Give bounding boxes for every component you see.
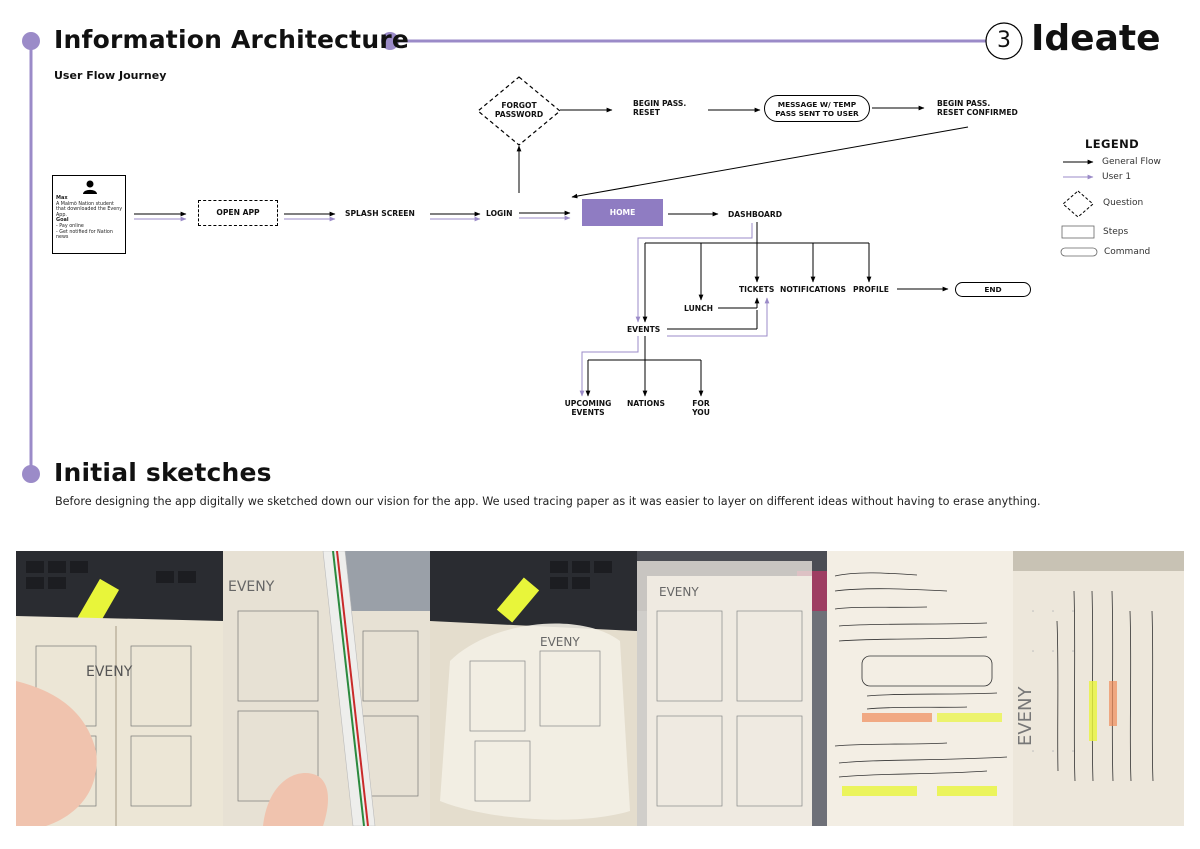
flow-subtitle: User Flow Journey (54, 69, 167, 82)
sketch-photo-notebook-hand: EVENY (16, 551, 223, 826)
node-home: HOME (582, 199, 663, 226)
step-title: Ideate (1031, 18, 1161, 59)
node-for-you: FOR YOU (692, 399, 710, 417)
sketches-description: Before designing the app digitally we sk… (55, 495, 1041, 508)
legend-general-flow: General Flow (1102, 157, 1161, 167)
node-dashboard: DASHBOARD (728, 210, 783, 219)
node-begin-pass-reset-confirmed: BEGIN PASS. RESET CONFIRMED (937, 99, 1018, 117)
node-splash-screen: SPLASH SCREEN (345, 209, 415, 218)
persona-card: Max A Malmö Nation student that download… (52, 175, 126, 254)
persona-text: Max A Malmö Nation student that download… (56, 195, 124, 241)
section-title: Information Architecture (54, 25, 410, 54)
persona-goal-label: Goal (56, 217, 69, 224)
sketches-title: Initial sketches (54, 458, 272, 487)
svg-text:EVENY: EVENY (1015, 685, 1036, 746)
node-forgot-password: FORGOT PASSWORD (494, 101, 544, 119)
step-number: 3 (997, 28, 1011, 53)
svg-text:EVENY: EVENY (228, 579, 275, 595)
legend-command: Command (1104, 247, 1151, 257)
node-message-temp-pass: MESSAGE W/ TEMP PASS SENT TO USER (764, 95, 870, 122)
node-lunch: LUNCH (684, 304, 714, 313)
step-number-circle (985, 22, 1023, 60)
persona-goal-1: - Pay online (56, 223, 84, 229)
legend-user1: User 1 (1102, 172, 1132, 182)
node-upcoming-events: UPCOMING EVENTS (564, 399, 612, 417)
legend-question: Question (1103, 198, 1144, 208)
node-events: EVENTS (627, 325, 661, 334)
sketch-photo-rotated-notes: EVENY (1013, 551, 1184, 826)
user-icon (83, 180, 97, 194)
legend-steps: Steps (1103, 227, 1129, 237)
legend-title: LEGEND (1085, 137, 1140, 151)
legend-shapes (1060, 159, 1098, 257)
node-login: LOGIN (486, 209, 513, 218)
sketch-photo-ruler: EVENY (223, 551, 430, 826)
persona-goal-2: - Get notified for Nation news (56, 229, 113, 241)
persona-name: Max (56, 195, 68, 201)
sketch-photo-handwritten-notes (827, 551, 1013, 826)
node-tickets: TICKETS (739, 285, 775, 294)
node-nations: NATIONS (627, 399, 665, 408)
node-end: END (955, 282, 1031, 297)
node-begin-pass-reset: BEGIN PASS. RESET (633, 99, 687, 117)
sketch-photo-strip: EVENY EVENY (16, 551, 1184, 826)
svg-text:EVENY: EVENY (86, 664, 133, 680)
persona-description: A Malmö Nation student that downloaded t… (56, 201, 123, 218)
node-profile: PROFILE (853, 285, 889, 294)
forgot-password-diamond (477, 76, 561, 146)
svg-text:EVENY: EVENY (659, 585, 699, 599)
sketch-photo-tracing-paper: EVENY (430, 551, 637, 826)
node-open-app: OPEN APP (198, 200, 278, 226)
timeline-dot-top (22, 32, 40, 50)
svg-text:EVENY: EVENY (540, 635, 580, 649)
node-notifications: NOTIFICATIONS (780, 285, 846, 294)
header-connector-dot (381, 32, 399, 50)
sketch-photo-layered-sketch: EVENY (637, 551, 827, 826)
timeline-dot-sketches (22, 465, 40, 483)
